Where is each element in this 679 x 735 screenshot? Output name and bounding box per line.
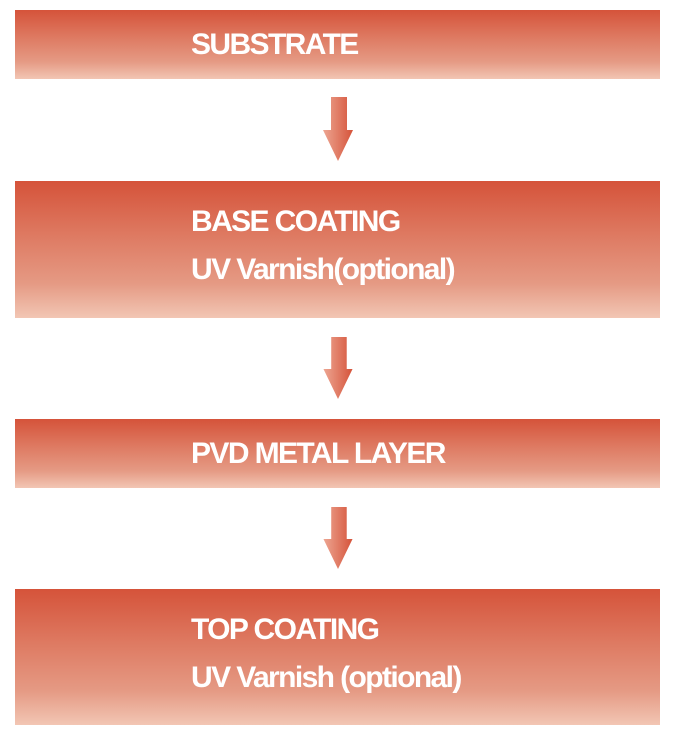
down-arrow-icon — [322, 97, 354, 161]
down-arrow-icon — [322, 507, 354, 569]
step-base-coating: BASE COATING UV Varnish(optional) — [15, 181, 660, 318]
step-pvd-metal-layer: PVD METAL LAYER — [15, 419, 660, 488]
step-top-coating: TOP COATING UV Varnish (optional) — [15, 589, 660, 725]
step-substrate-label: SUBSTRATE — [191, 28, 359, 61]
step-base-coating-subtitle: UV Varnish(optional) — [191, 253, 456, 286]
down-arrow-icon — [322, 337, 354, 399]
step-top-coating-title: TOP COATING — [191, 613, 380, 646]
step-pvd-metal-layer-label: PVD METAL LAYER — [191, 437, 446, 470]
step-top-coating-subtitle: UV Varnish (optional) — [191, 661, 462, 694]
step-base-coating-title: BASE COATING — [191, 205, 401, 238]
step-substrate: SUBSTRATE — [15, 10, 660, 79]
